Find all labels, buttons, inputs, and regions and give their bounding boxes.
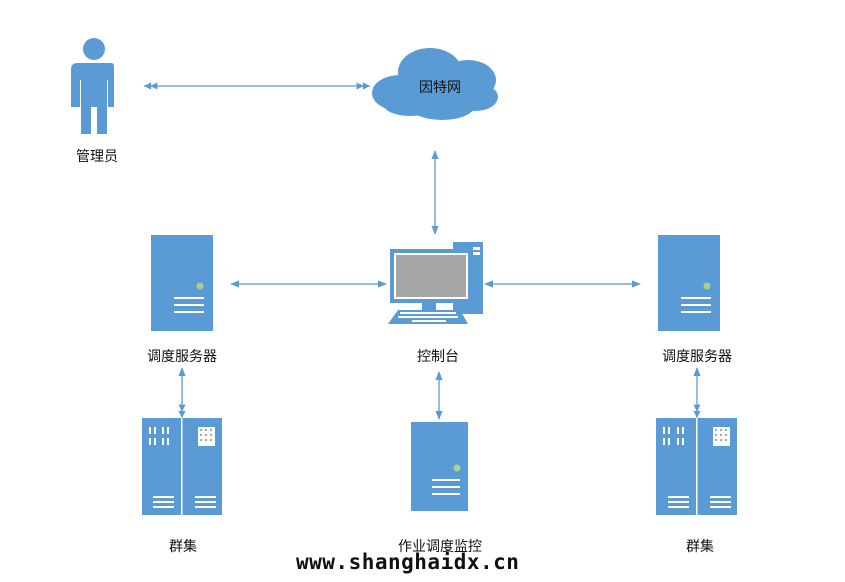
watermark: www.shanghaidx.cn: [296, 550, 520, 574]
scheduler-left-label: 调度服务器: [147, 349, 217, 365]
cluster-left-label: 群集: [169, 539, 197, 555]
scheduler-right-label: 调度服务器: [662, 349, 732, 365]
server-icon-scheduler-right[interactable]: [658, 235, 720, 331]
server-rack-icon-right[interactable]: [656, 418, 737, 515]
job-monitor-label: 作业调度监控: [398, 539, 482, 555]
cluster-right-label: 群集: [686, 539, 714, 555]
person-icon[interactable]: [71, 38, 114, 134]
admin-label: 管理员: [76, 149, 118, 165]
server-rack-icon-left[interactable]: [142, 418, 222, 515]
server-icon-scheduler-left[interactable]: [151, 235, 213, 331]
desktop-computer-icon[interactable]: [388, 242, 483, 324]
cloud-icon[interactable]: [372, 48, 498, 120]
console-label: 控制台: [417, 349, 459, 365]
server-icon-job-monitor[interactable]: [411, 422, 468, 511]
internet-label: 因特网: [419, 80, 461, 96]
